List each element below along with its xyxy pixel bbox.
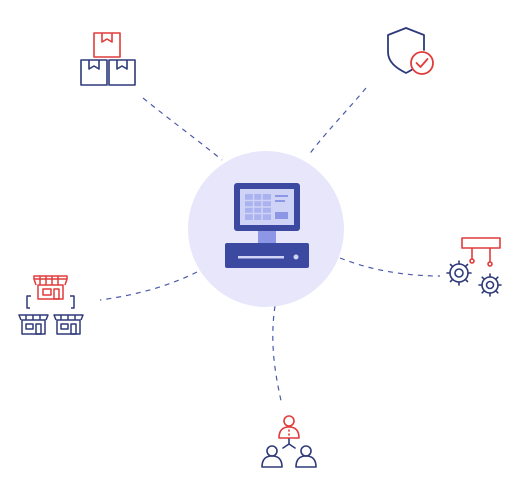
connectors bbox=[99, 87, 441, 406]
connector-top-right bbox=[307, 87, 367, 157]
connector-left bbox=[99, 271, 198, 301]
connector-right bbox=[339, 257, 441, 277]
connector-bottom bbox=[272, 305, 283, 406]
store-network-icon bbox=[18, 275, 84, 335]
boxes-inventory-icon bbox=[80, 32, 136, 86]
hub bbox=[188, 151, 344, 307]
pos-terminal-icon bbox=[225, 183, 309, 268]
security-shield-icon bbox=[387, 27, 434, 75]
connector-top-left bbox=[142, 97, 223, 161]
gears-settings-icon bbox=[446, 237, 502, 297]
people-hierarchy-icon bbox=[261, 415, 317, 468]
